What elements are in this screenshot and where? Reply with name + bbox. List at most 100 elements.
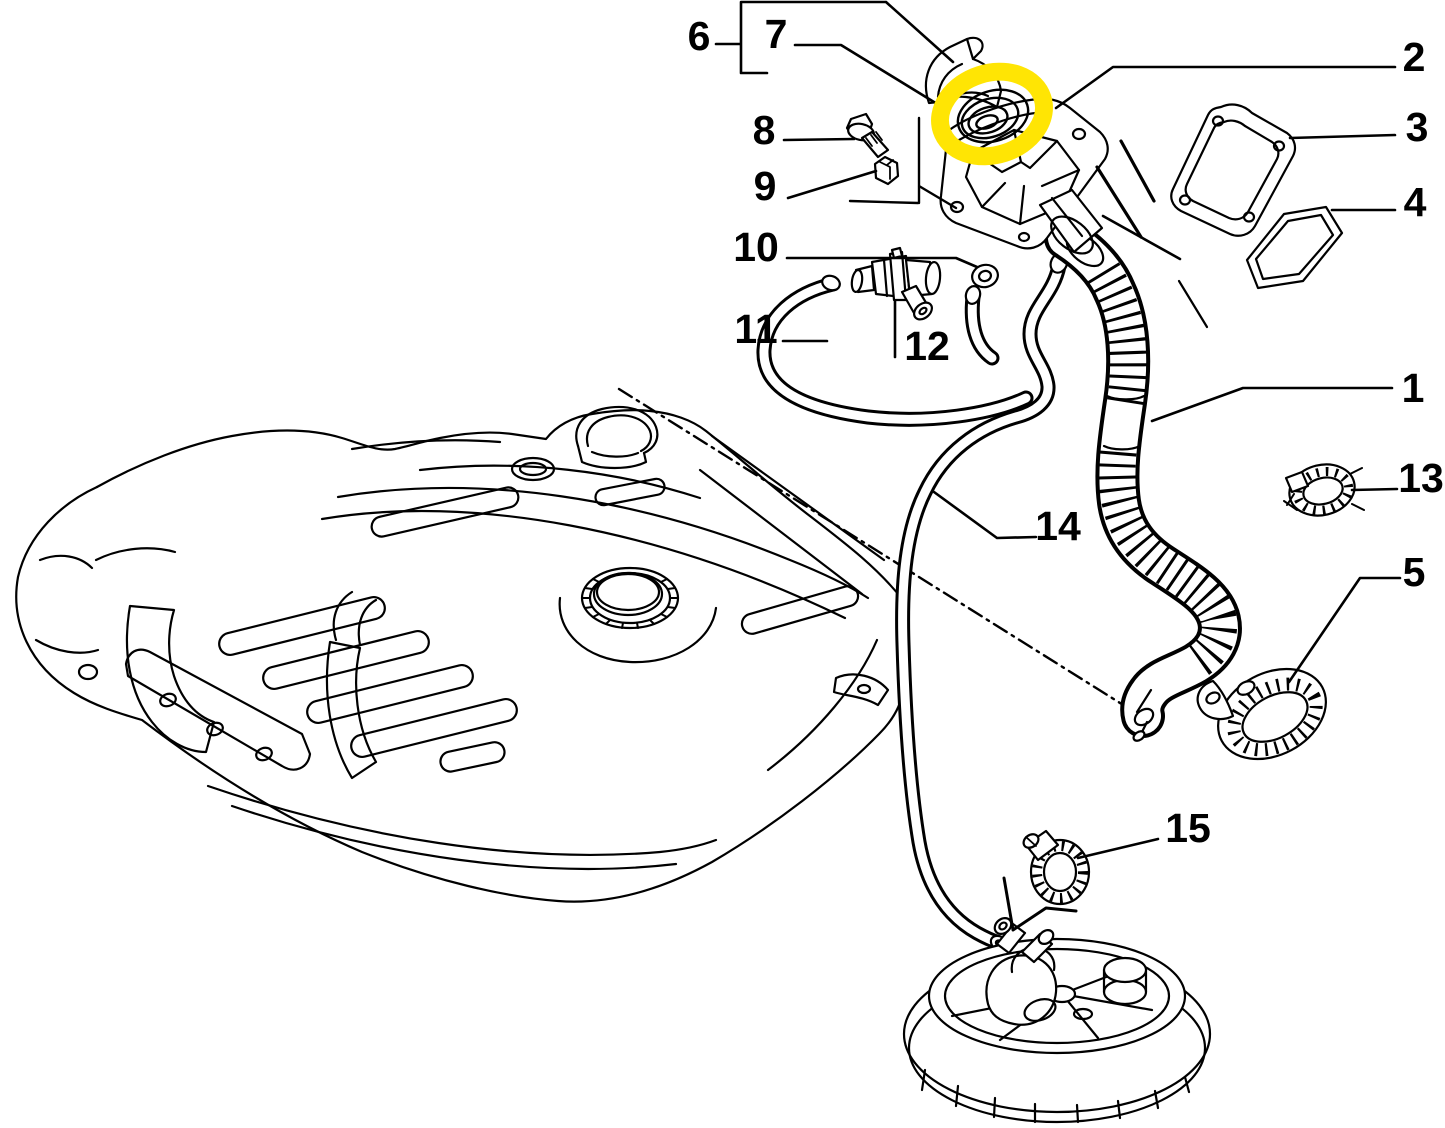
gasket-hole-3 [1242, 211, 1256, 223]
gasket-hole-2 [1272, 140, 1286, 152]
part-label-8: 8 [753, 107, 776, 153]
filler-hose-ribs-lower [1098, 450, 1238, 676]
tank-bracket-plate [124, 648, 312, 771]
gasket-hole-4 [1178, 194, 1192, 206]
gasket-3 [1170, 103, 1297, 237]
t-valve-12 [850, 246, 942, 321]
leader-lines [714, 0, 1402, 860]
hose-stub-end [964, 285, 982, 305]
tank-right-panel-lines [698, 434, 886, 596]
leader-line-14 [932, 490, 1038, 540]
tank-vent-hole-inner [518, 461, 548, 477]
seal-4 [1245, 205, 1344, 290]
hoses [756, 252, 1069, 954]
fuel-pump-unit [902, 917, 1212, 1124]
diagram-artwork [15, 0, 1402, 1124]
bracket-hole-2 [206, 721, 224, 737]
filler-hose-core [1048, 220, 1238, 734]
tank-rib-6 [594, 477, 666, 507]
tank-filler-spout [575, 405, 659, 470]
part-label-1: 1 [1402, 365, 1425, 411]
hose-clamp-13 [1283, 463, 1365, 517]
leader-line-10 [785, 256, 979, 269]
part-label-11: 11 [734, 306, 777, 352]
tank-rib-5 [370, 486, 520, 538]
part-label-9: 9 [754, 163, 777, 209]
leader-line-15 [1076, 837, 1160, 860]
accent-stroke-2 [1095, 165, 1143, 239]
tank-right-tab-hole [856, 683, 872, 695]
vent-hose-11-core [759, 279, 1031, 424]
part-labels: 1 2 3 4 5 6 7 8 9 10 11 12 13 14 15 [688, 11, 1444, 851]
part-label-3: 3 [1406, 104, 1429, 150]
filler-hose-sleeve-lines [1102, 394, 1146, 451]
part-label-10: 10 [733, 224, 779, 270]
part-label-13: 13 [1398, 455, 1444, 501]
tank-strap-2 [325, 590, 378, 780]
flange-hole-2 [1071, 127, 1087, 141]
hose-clamp-5 [1196, 667, 1327, 761]
part-label-5: 5 [1403, 549, 1426, 595]
tank-right-seam [766, 638, 879, 772]
clip-9 [873, 155, 900, 186]
flange-hole-3 [1017, 231, 1031, 243]
seal-ring-7 [956, 88, 1030, 144]
tank-rail-1 [336, 486, 870, 600]
accent-stroke-3 [1101, 214, 1182, 261]
bracket-hole-1 [159, 692, 177, 708]
pump-ring-ribs [920, 1068, 1191, 1124]
breather-hose-14-core [898, 261, 1064, 948]
tank-sender-ring [558, 566, 718, 664]
tank-rib-2 [262, 629, 430, 691]
part-label-2: 2 [1403, 34, 1426, 80]
tank-bottom-seam-2 [230, 804, 678, 870]
bracket-hole-4 [77, 663, 99, 681]
bolt-8 [845, 112, 890, 159]
hose-11-end [821, 274, 841, 292]
leader-line-5 [1287, 576, 1402, 684]
highlight-ring-part-7 [931, 62, 1053, 166]
filler-hose-tip-end [1132, 730, 1146, 742]
pump-body [985, 954, 1058, 1026]
tank-bottom-seam-1 [206, 784, 718, 856]
filler-hose-tip [1133, 707, 1155, 727]
leader-line-7 [793, 43, 949, 112]
part-label-14: 14 [1035, 503, 1081, 549]
tank-right-tab [832, 673, 890, 707]
position-pointer-15 [1002, 876, 1078, 932]
tank-rib-3 [306, 663, 474, 725]
tank-outline-bottom [15, 485, 907, 903]
tank-rail-2 [320, 509, 847, 620]
tank-rail-3 [418, 464, 702, 500]
bracket-hole-3 [255, 746, 273, 762]
part-label-4: 4 [1404, 179, 1427, 225]
gasket-hole-1 [1211, 115, 1225, 127]
leader-line-8 [782, 137, 856, 142]
accent-stroke-1 [1119, 139, 1156, 203]
leader-line-3 [1288, 133, 1397, 140]
flange-hole-1 [949, 200, 965, 214]
tank-left-face-lines [34, 547, 177, 654]
tank-strap-1 [125, 604, 216, 754]
tank-vent-hole-outer [510, 456, 556, 482]
part-label-12: 12 [904, 323, 950, 369]
leader-line-9 [786, 169, 878, 200]
tank-rib-4 [350, 697, 518, 759]
accent-stroke-4 [1177, 279, 1209, 329]
leader-line-1 [1150, 386, 1394, 423]
alignment-centerline [617, 387, 1130, 710]
leader-line-6 [714, 0, 955, 75]
neck-reference-lines [848, 116, 958, 210]
tank-rib-1 [218, 595, 386, 657]
tank-seam-top [350, 439, 502, 451]
tank-rib-7 [740, 585, 860, 635]
neck-collar [1050, 215, 1094, 255]
part-label-7: 7 [765, 11, 788, 57]
hose-clamp-15 [1022, 829, 1091, 906]
washer-10 [971, 263, 999, 289]
filler-hose-ribs-upper [1087, 262, 1147, 408]
tank-tab-slot [439, 741, 506, 773]
